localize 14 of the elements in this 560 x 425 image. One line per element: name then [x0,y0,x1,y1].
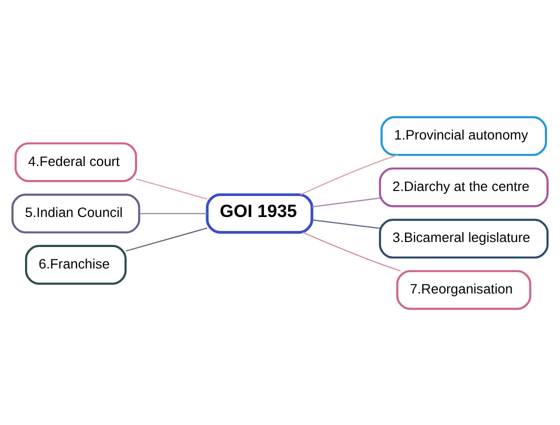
node-box: 7.Reorganisation [396,270,532,310]
node-box: 2.Diarchy at the centre [378,166,549,207]
node-box: 6.Franchise [25,244,127,284]
connector [312,218,380,228]
node-box: 4.Federal court [14,142,138,182]
connector [302,231,401,272]
connector [126,227,208,251]
node-box: 3.Bicameral legislature [378,218,549,258]
node-box: GOI 1935 [206,192,314,234]
node-box: 5.Indian Council [11,193,140,233]
connector [136,178,208,200]
connector [312,197,380,207]
connector [139,212,208,214]
node-box: 1.Provincial autonomy [380,116,548,156]
